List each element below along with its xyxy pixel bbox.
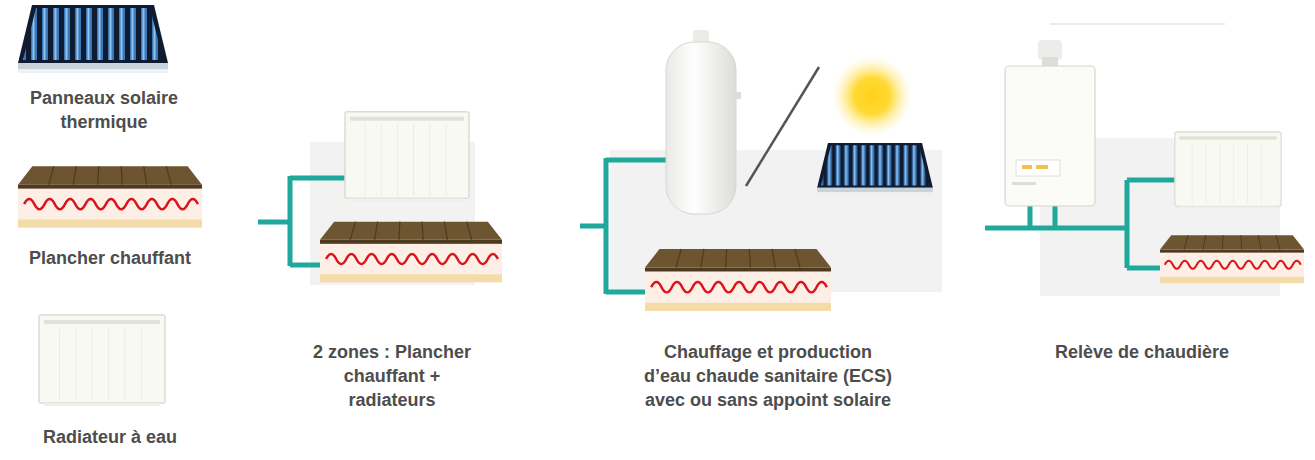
legend-label: Radiateur à eau xyxy=(10,425,210,449)
config-caption: 2 zones : Plancher chauffant + radiateur… xyxy=(303,340,481,412)
config-caption: Relève de chaudière xyxy=(1032,340,1252,364)
config-caption: Chauffage et production d’eau chaude san… xyxy=(639,340,897,412)
floor-heating-icon xyxy=(18,166,202,227)
config-two-zones xyxy=(258,112,502,285)
config-heating-dhw xyxy=(580,30,942,311)
legend-label: Panneaux solaire thermique xyxy=(14,86,194,134)
config-boiler xyxy=(985,24,1304,296)
legend-label: Plancher chauffant xyxy=(10,246,210,270)
radiator-icon xyxy=(39,315,165,406)
solar-panel-icon xyxy=(18,5,168,73)
